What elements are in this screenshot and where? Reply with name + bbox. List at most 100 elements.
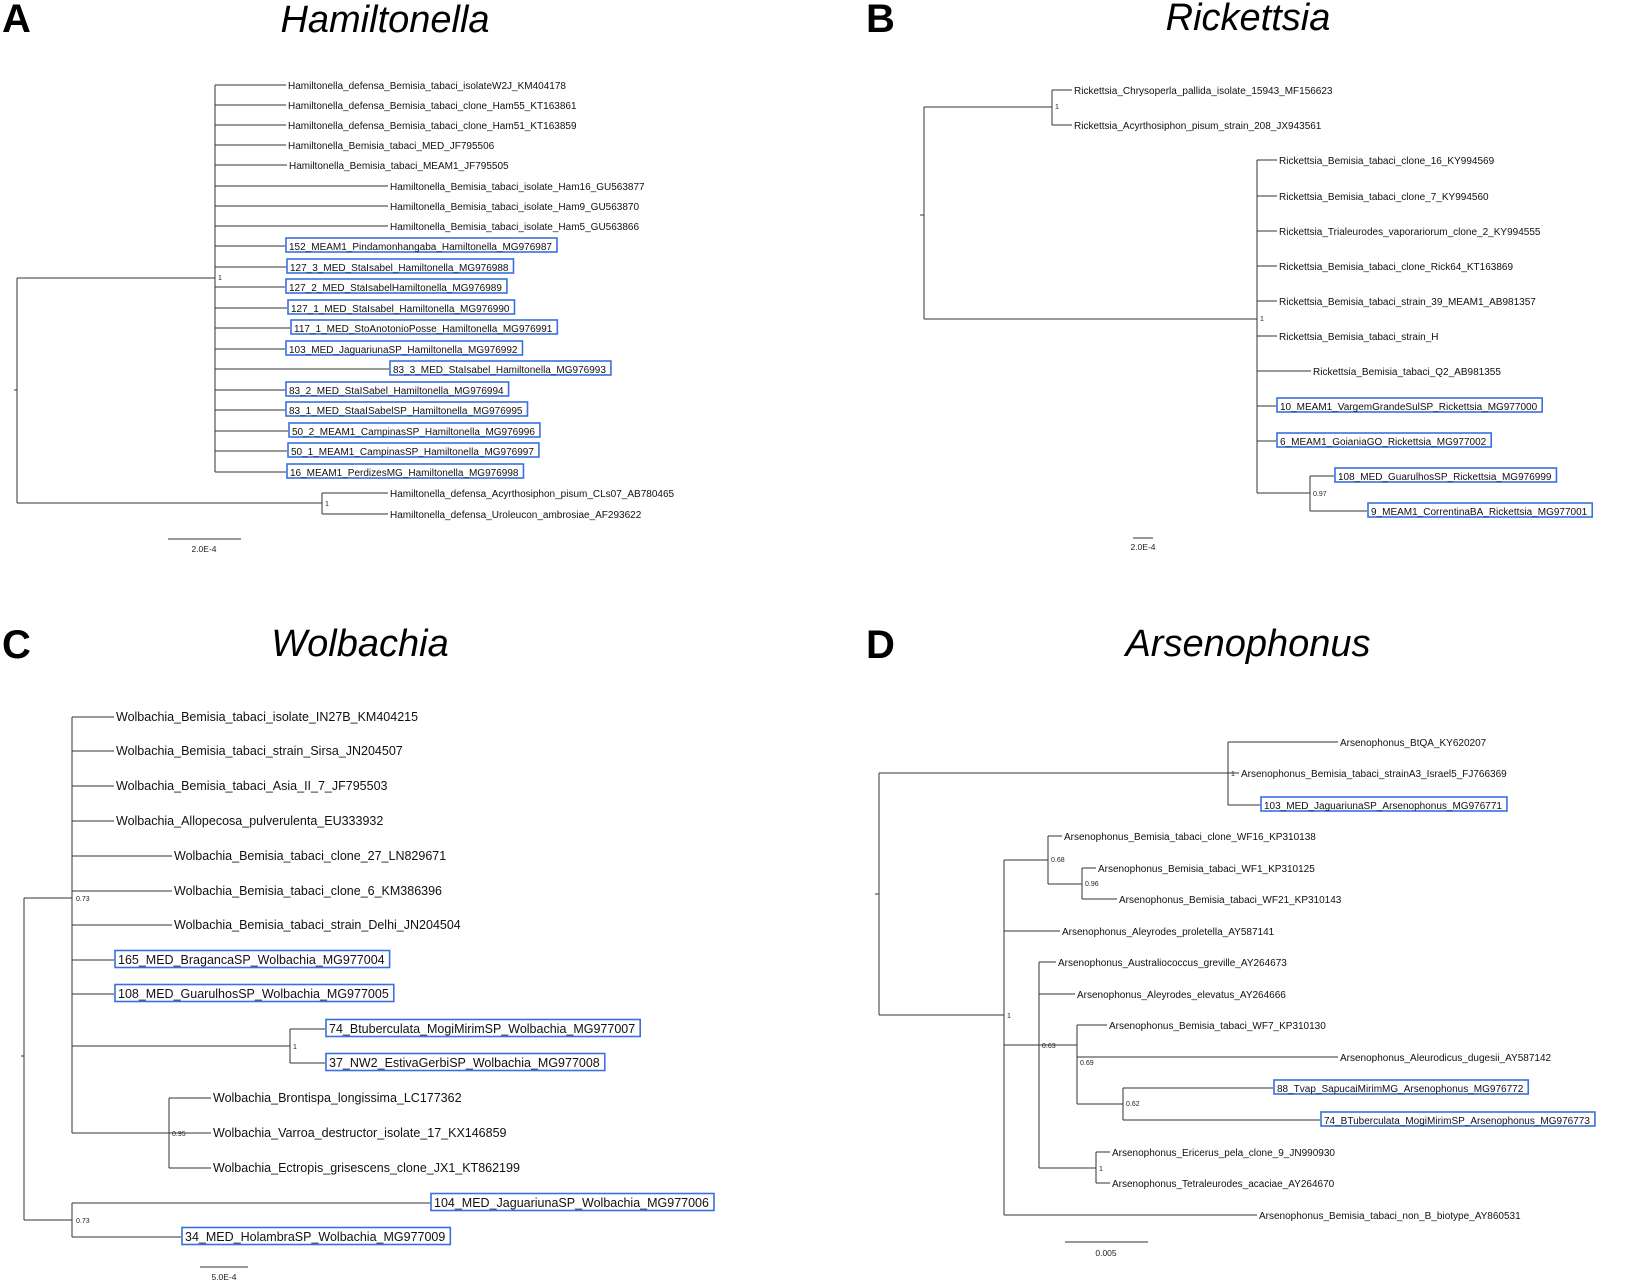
highlight-box <box>1260 796 1508 812</box>
support-value: 0.96 <box>1085 881 1099 888</box>
support-value: 1 <box>218 275 222 282</box>
highlight-box <box>285 340 524 356</box>
leaf-label: Arsenophonus_Australiococcus_greville_AY… <box>1058 958 1287 969</box>
tree-a: Hamiltonella_defensa_Bemisia_tabaci_isol… <box>14 81 675 521</box>
highlight-box <box>1273 1079 1530 1095</box>
support-value: 0.69 <box>1080 1060 1094 1067</box>
support-value: 1 <box>325 501 329 508</box>
highlight-box <box>287 299 516 315</box>
leaf-label: Rickettsia_Bemisia_tabaci_clone_16_KY994… <box>1279 156 1495 167</box>
panel-b-scale-label: 2.0E-4 <box>1130 542 1155 552</box>
highlight-box <box>1276 432 1493 448</box>
highlight-box <box>114 983 395 1003</box>
panel-c-scale-label: 5.0E-4 <box>211 1272 236 1282</box>
highlight-box <box>285 278 508 294</box>
leaf-label: Hamiltonella_Bemisia_tabaci_MED_JF795506 <box>288 141 495 152</box>
support-value: 1 <box>1055 104 1059 111</box>
leaf-label: Hamiltonella_defensa_Bemisia_tabaci_clon… <box>288 101 577 112</box>
leaf-label: Hamiltonella_Bemisia_tabaci_isolate_Ham5… <box>390 222 639 233</box>
leaf-label: Arsenophonus_Bemisia_tabaci_strainA3_Isr… <box>1241 769 1507 780</box>
highlight-box <box>1334 467 1558 483</box>
support-value: 0.73 <box>76 896 90 903</box>
leaf-label: Rickettsia_Acyrthosiphon_pisum_strain_20… <box>1074 121 1322 132</box>
leaf-label: Hamiltonella_defensa_Uroleucon_ambrosiae… <box>390 510 642 521</box>
leaf-label: Rickettsia_Bemisia_tabaci_clone_7_KY9945… <box>1279 192 1489 203</box>
leaf-label: Arsenophonus_Bemisia_tabaci_WF7_KP310130 <box>1109 1021 1326 1032</box>
panel-a-title: Hamiltonella <box>280 0 489 41</box>
highlight-box <box>286 258 515 274</box>
panel-b-title: Rickettsia <box>1166 0 1331 39</box>
support-value: 0.63 <box>1042 1043 1056 1050</box>
panel-b-letter: B <box>866 0 895 41</box>
leaf-label: Hamiltonella_Bemisia_tabaci_MEAM1_JF7955… <box>289 161 509 172</box>
highlight-box <box>430 1192 715 1212</box>
leaf-label: Wolbachia_Allopecosa_pulverulenta_EU3339… <box>116 814 383 828</box>
leaf-label: 103_MED_JaguariunaSP_Arsenophonus_MG9767… <box>1264 801 1502 812</box>
leaf-label: 88_Tvap_SapucaiMirimMG_Arsenophonus_MG97… <box>1277 1084 1524 1095</box>
leaf-label: 9_MEAM1_CorrentinaBA_Rickettsia_MG977001 <box>1371 507 1588 518</box>
leaf-label: 50_2_MEAM1_CampinasSP_Hamiltonella_MG976… <box>292 427 535 438</box>
highlight-box <box>181 1226 452 1246</box>
leaf-label: 117_1_MED_StoAnotonioPosse_Hamiltonella_… <box>294 324 553 335</box>
leaf-label: 37_NW2_EstivaGerbiSP_Wolbachia_MG977008 <box>329 1056 600 1070</box>
highlight-box <box>287 442 540 458</box>
tree-d: Arsenophonus_BtQA_KY620207Arsenophonus_B… <box>875 738 1596 1222</box>
tree-b: Rickettsia_Chrysoperla_pallida_isolate_1… <box>920 86 1594 518</box>
leaf-label: Wolbachia_Bemisia_tabaci_clone_6_KM38639… <box>174 884 442 898</box>
leaf-label: Arsenophonus_Aleyrodes_elevatus_AY264666 <box>1077 990 1286 1001</box>
leaf-label: 104_MED_JaguariunaSP_Wolbachia_MG977006 <box>434 1196 709 1210</box>
tree-c: Wolbachia_Bemisia_tabaci_isolate_IN27B_K… <box>21 710 715 1246</box>
leaf-label: 127_1_MED_StaIsabel_Hamiltonella_MG97699… <box>291 304 510 315</box>
leaf-label: Wolbachia_Varroa_destructor_isolate_17_K… <box>213 1126 507 1140</box>
highlight-box <box>288 422 541 438</box>
support-value: 1 <box>1099 1166 1103 1173</box>
leaf-label: 152_MEAM1_Pindamonhangaba_Hamiltonella_M… <box>289 242 552 253</box>
panel-c: C Wolbachia Wolbachia_Bemisia_tabaci_iso… <box>2 623 715 1282</box>
panel-a: A Hamiltonella Hamiltonella_defensa_Bemi… <box>2 0 675 554</box>
panel-a-letter: A <box>2 0 31 41</box>
leaf-label: 127_2_MED_StaIsabelHamiltonella_MG976989 <box>289 283 502 294</box>
highlight-box <box>285 401 529 417</box>
support-value: 0.68 <box>1051 857 1065 864</box>
leaf-label: Hamiltonella_defensa_Bemisia_tabaci_isol… <box>288 81 566 92</box>
highlight-box <box>1367 502 1594 518</box>
support-value: 0.95 <box>172 1131 186 1138</box>
leaf-label: 16_MEAM1_PerdizesMG_Hamiltonella_MG97699… <box>290 468 519 479</box>
leaf-label: Rickettsia_Bemisia_tabaci_Q2_AB981355 <box>1313 367 1501 378</box>
leaf-label: 108_MED_GuarulhosSP_Wolbachia_MG977005 <box>118 987 389 1001</box>
leaf-label: Wolbachia_Bemisia_tabaci_strain_Sirsa_JN… <box>116 744 403 758</box>
panel-c-title: Wolbachia <box>271 623 448 665</box>
leaf-label: Wolbachia_Bemisia_tabaci_isolate_IN27B_K… <box>116 710 418 724</box>
leaf-label: Rickettsia_Bemisia_tabaci_strain_H <box>1279 332 1439 343</box>
leaf-label: 83_1_MED_StaaISabelSP_Hamiltonella_MG976… <box>289 406 523 417</box>
highlight-box <box>325 1052 606 1072</box>
leaf-label: 34_MED_HolambraSP_Wolbachia_MG977009 <box>185 1230 445 1244</box>
leaf-label: Wolbachia_Bemisia_tabaci_clone_27_LN8296… <box>174 849 446 863</box>
support-value: 0.73 <box>76 1218 90 1225</box>
leaf-label: Arsenophonus_Ericerus_pela_clone_9_JN990… <box>1112 1148 1335 1159</box>
highlight-box <box>285 381 510 397</box>
leaf-label: 165_MED_BragancaSP_Wolbachia_MG977004 <box>118 953 385 967</box>
panel-d-scale-label: 0.005 <box>1095 1248 1117 1258</box>
leaf-label: 127_3_MED_StaIsabel_Hamiltonella_MG97698… <box>290 263 509 274</box>
leaf-label: Hamiltonella_Bemisia_tabaci_isolate_Ham9… <box>390 202 639 213</box>
leaf-label: Rickettsia_Trialeurodes_vaporariorum_clo… <box>1279 227 1541 238</box>
leaf-label: Hamiltonella_defensa_Acyrthosiphon_pisum… <box>390 489 675 500</box>
leaf-label: 50_1_MEAM1_CampinasSP_Hamiltonella_MG976… <box>291 447 534 458</box>
leaf-label: 108_MED_GuarulhosSP_Rickettsia_MG976999 <box>1338 472 1552 483</box>
support-value: 0.62 <box>1126 1101 1140 1108</box>
support-value: 0.97 <box>1313 491 1327 498</box>
leaf-label: Rickettsia_Chrysoperla_pallida_isolate_1… <box>1074 86 1333 97</box>
highlight-box <box>114 949 391 969</box>
panel-d: D Arsenophonus Arsenophonus_BtQA_KY62020… <box>866 623 1596 1258</box>
leaf-label: 103_MED_JaguariunaSP_Hamiltonella_MG9769… <box>289 345 518 356</box>
highlight-box <box>325 1018 642 1038</box>
support-value: 1 <box>293 1044 297 1051</box>
support-value: 1 <box>1007 1013 1011 1020</box>
leaf-label: Wolbachia_Bemisia_tabaci_strain_Delhi_JN… <box>174 918 461 932</box>
panel-c-letter: C <box>2 623 31 667</box>
leaf-label: 83_2_MED_StaISabel_Hamiltonella_MG976994 <box>289 386 504 397</box>
leaf-label: Arsenophonus_Bemisia_tabaci_clone_WF16_K… <box>1064 832 1316 843</box>
highlight-box <box>285 237 558 253</box>
